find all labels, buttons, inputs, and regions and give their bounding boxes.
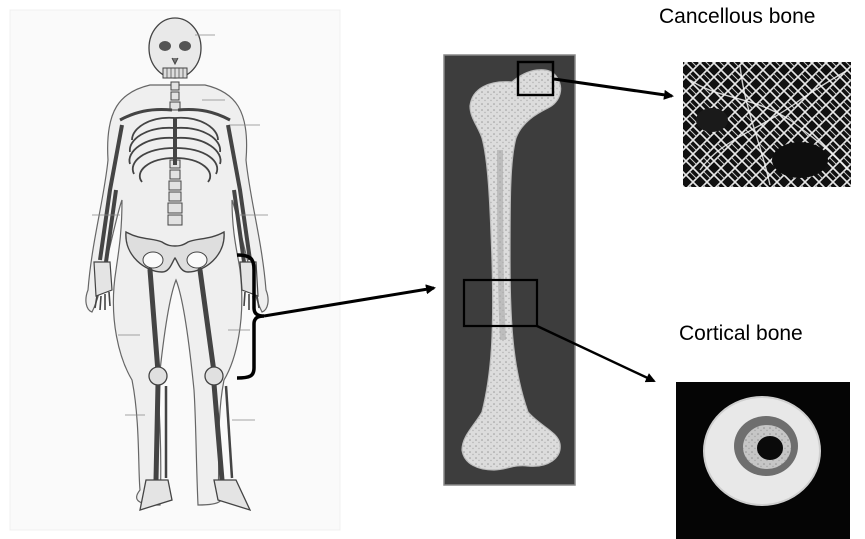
cortical-bone-label: Cortical bone [679,322,803,346]
cancellous-image [683,62,851,187]
cancellous-bone-label: Cancellous bone [659,5,815,29]
skull-icon [149,18,201,78]
cortical-image [676,382,850,539]
skeleton-illustration [10,10,340,530]
femur-panel [444,55,575,485]
